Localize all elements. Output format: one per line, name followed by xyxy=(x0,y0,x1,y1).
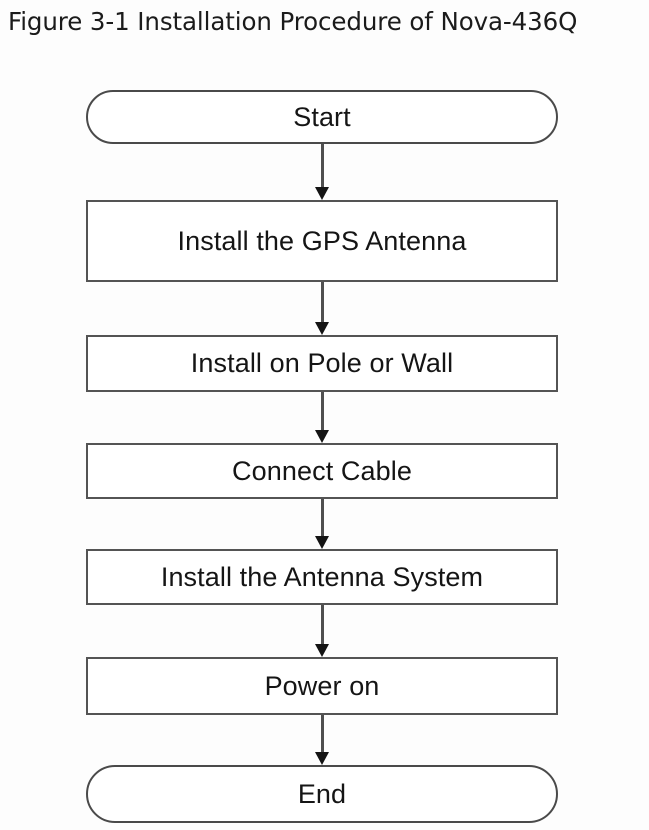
down-arrow-icon xyxy=(315,187,329,200)
figure-caption: Figure 3-1 Installation Procedure of Nov… xyxy=(8,7,578,36)
down-arrow-icon xyxy=(315,322,329,335)
flow-connector-pole-to-cable xyxy=(315,392,329,443)
flow-connector-system-to-power xyxy=(315,605,329,657)
flow-node-power-on-label: Power on xyxy=(264,670,380,701)
down-arrow-icon xyxy=(315,430,329,443)
flow-node-end[interactable]: End xyxy=(86,765,558,823)
connector-line xyxy=(321,144,324,187)
connector-line xyxy=(321,605,324,644)
flow-connector-cable-to-system xyxy=(315,499,329,549)
flow-node-end-label: End xyxy=(297,778,347,809)
down-arrow-icon xyxy=(315,644,329,657)
flow-node-install-on-pole-or-wall[interactable]: Install on Pole or Wall xyxy=(86,335,558,392)
flow-connector-start-to-gps xyxy=(315,144,329,200)
flow-node-install-gps-antenna-label: Install the GPS Antenna xyxy=(177,225,467,256)
connector-line xyxy=(321,282,324,322)
flow-node-install-on-pole-or-wall-label: Install on Pole or Wall xyxy=(190,348,454,378)
flow-connector-power-to-end xyxy=(315,715,329,765)
connector-line xyxy=(321,392,324,430)
connector-line xyxy=(321,499,324,536)
flow-node-start-label: Start xyxy=(293,101,351,132)
flow-node-start[interactable]: Start xyxy=(86,90,558,144)
flow-node-install-gps-antenna[interactable]: Install the GPS Antenna xyxy=(86,200,558,282)
flow-node-connect-cable-label: Connect Cable xyxy=(232,455,412,486)
connector-line xyxy=(321,715,324,752)
down-arrow-icon xyxy=(315,752,329,765)
flow-node-install-antenna-system-label: Install the Antenna System xyxy=(160,561,484,592)
flow-connector-gps-to-pole xyxy=(315,282,329,335)
flow-node-connect-cable[interactable]: Connect Cable xyxy=(86,443,558,499)
down-arrow-icon xyxy=(315,536,329,549)
flow-node-power-on[interactable]: Power on xyxy=(86,657,558,715)
flow-node-install-antenna-system[interactable]: Install the Antenna System xyxy=(86,549,558,605)
